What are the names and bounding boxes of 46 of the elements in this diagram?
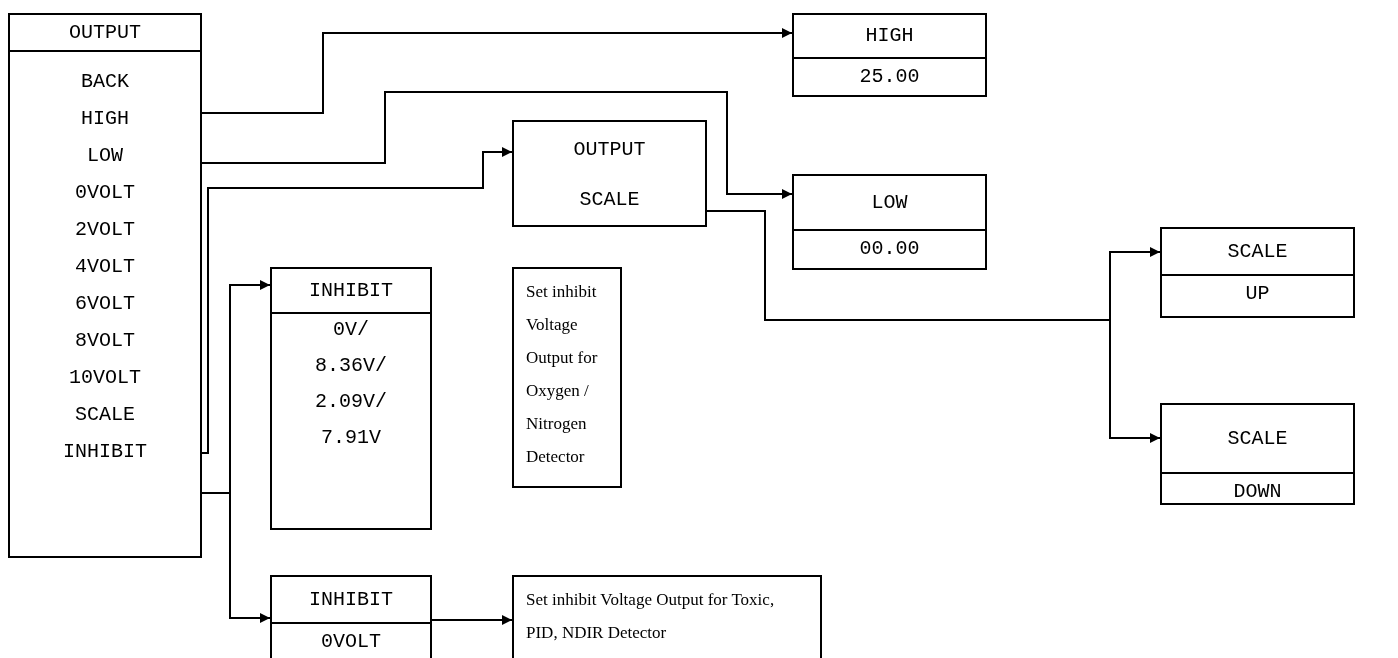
note-box xyxy=(512,575,822,658)
arrow xyxy=(201,147,513,454)
box-heading: INHIBIT xyxy=(309,589,393,610)
box-value: DOWN xyxy=(1233,482,1282,502)
menu-item: 2VOLT xyxy=(75,220,135,240)
arrow xyxy=(201,492,271,623)
menu-heading: OUTPUT xyxy=(69,22,141,43)
box-value: 0VOLT xyxy=(321,632,381,652)
menu-item: SCALE xyxy=(75,405,135,425)
box-value: 8.36V/ xyxy=(315,356,387,376)
arrow xyxy=(201,91,793,199)
box-value: 00.00 xyxy=(859,239,920,259)
box-label: SCALE xyxy=(579,190,640,210)
arrow xyxy=(201,28,793,114)
box-value: 25.00 xyxy=(859,67,920,87)
menu-box xyxy=(1160,227,1355,318)
box-value: 2.09V/ xyxy=(315,392,387,412)
menu-item: 4VOLT xyxy=(75,257,135,277)
menu-box xyxy=(512,120,707,227)
box-heading: SCALE xyxy=(1227,428,1288,449)
menu-item: 8VOLT xyxy=(75,331,135,351)
box-value: 7.91V xyxy=(321,428,381,448)
box-heading: INHIBIT xyxy=(309,280,393,301)
menu-item: HIGH xyxy=(81,109,129,129)
menu-item: 6VOLT xyxy=(75,294,135,314)
menu-item: LOW xyxy=(87,146,123,166)
note-box xyxy=(512,267,622,488)
menu-item: 0VOLT xyxy=(75,183,135,203)
box-value: 0V/ xyxy=(333,320,369,340)
box-heading: HIGH xyxy=(865,26,914,46)
description-text: Set inhibit Voltage Output for Oxygen / Nitrogen Detector xyxy=(526,281,599,468)
menu-box xyxy=(792,174,987,270)
menu-item: BACK xyxy=(81,72,129,92)
menu-box xyxy=(792,13,987,97)
arrow xyxy=(431,615,513,625)
box-heading: SCALE xyxy=(1227,241,1288,262)
menu-box xyxy=(270,575,432,658)
menu-item: INHIBIT xyxy=(63,442,147,462)
description-text: Set inhibit Voltage Output for Toxic, PID, NDIR Detector xyxy=(526,589,776,644)
menu-box xyxy=(8,13,202,558)
box-value: UP xyxy=(1245,284,1270,304)
menu-item: 10VOLT xyxy=(69,368,141,388)
menu-box xyxy=(1160,403,1355,505)
menu-box xyxy=(270,267,432,530)
box-heading: LOW xyxy=(871,192,908,213)
box-label: OUTPUT xyxy=(573,140,646,160)
